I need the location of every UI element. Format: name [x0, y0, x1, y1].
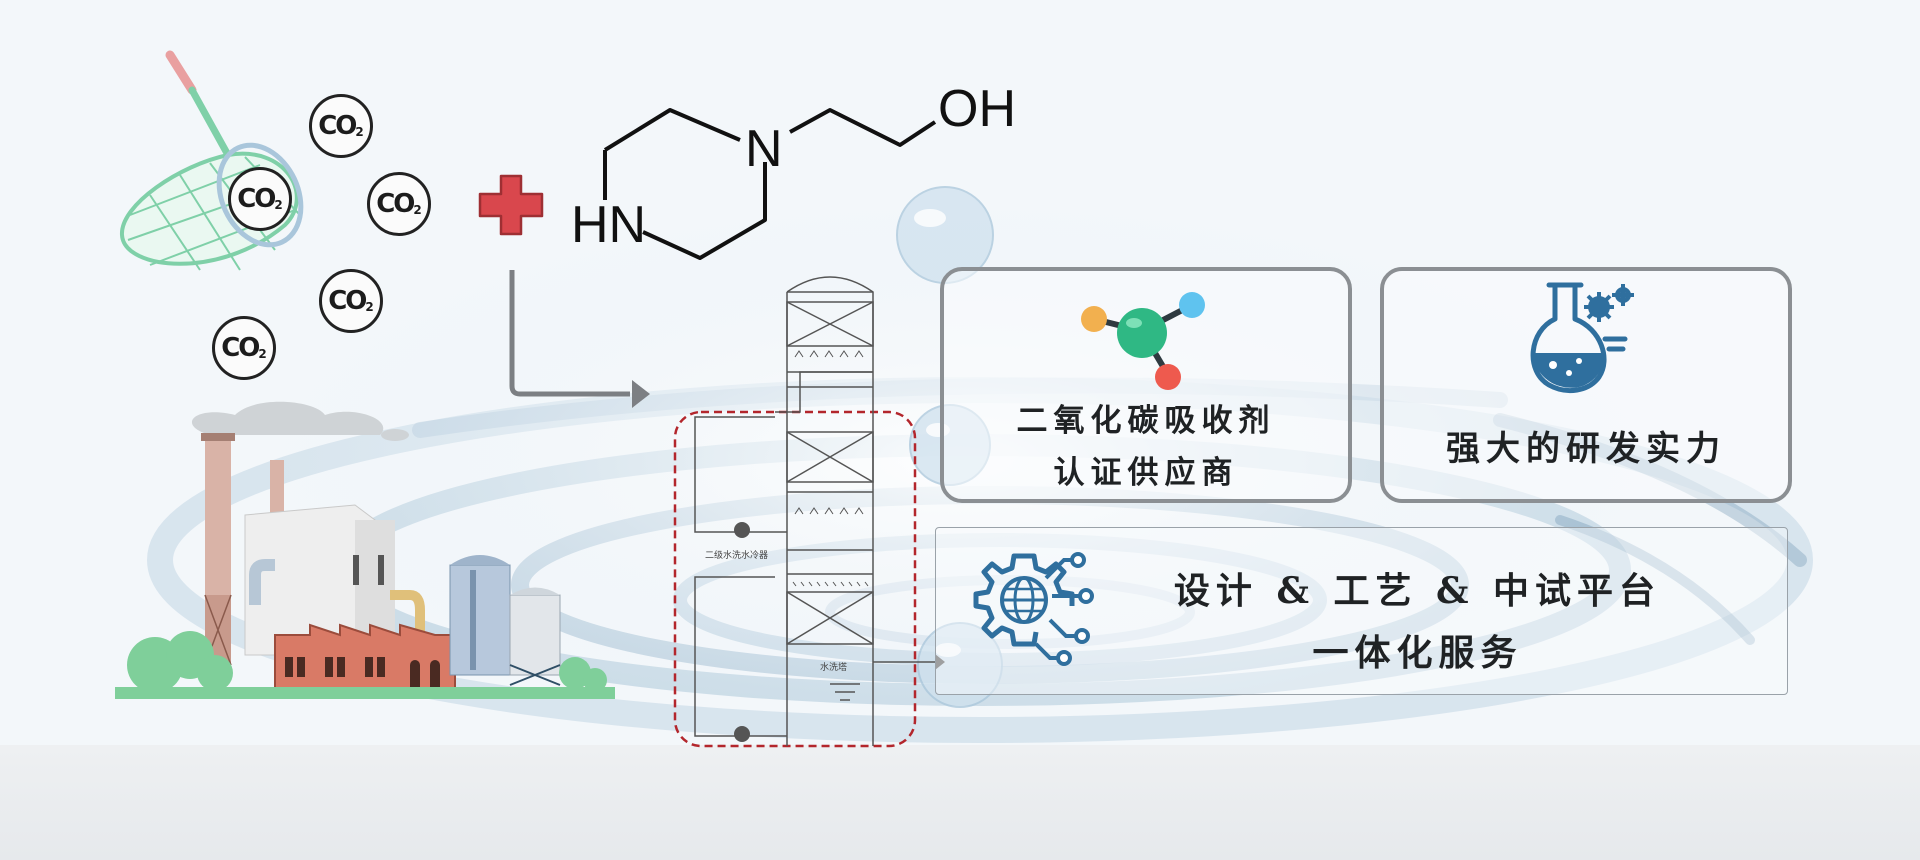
co2-bubble: CO2 [212, 316, 276, 380]
atom-n-label: N [745, 120, 783, 178]
service-card-line1: 设计 & 工艺 & 中试平台 [1173, 570, 1662, 612]
absorbent-supplier-card: 二氧化碳吸收剂 认证供应商 [940, 267, 1352, 503]
atom-hn-label: HN [575, 196, 646, 254]
gear-globe-circuit-icon [973, 552, 1094, 666]
absorbent-card-line1: 二氧化碳吸收剂 [1016, 403, 1276, 439]
atom-oh-label: OH [938, 80, 1016, 138]
co2-bubble: CO2 [367, 172, 431, 236]
tower-label-mid: 二级水洗水冷器 [705, 549, 768, 561]
co2-bubble: CO2 [319, 269, 383, 333]
factory-icon [115, 401, 615, 699]
molecule-icon [1081, 292, 1205, 390]
service-card-line2: 一体化服务 [1312, 632, 1523, 674]
integrated-service-card: 设计 & 工艺 & 中试平台 一体化服务 [935, 527, 1788, 695]
co2-bubble: CO2 [309, 94, 373, 158]
plus-icon [478, 174, 544, 236]
flask-gear-icon [1530, 282, 1634, 394]
co2-bubble: CO2 [228, 167, 292, 231]
flow-arrow-icon [509, 270, 650, 408]
floor-band [0, 745, 1920, 860]
net-icon [119, 50, 304, 271]
absorption-tower-diagram: 二级水洗水冷器 水洗塔 [673, 276, 945, 748]
absorbent-card-line2: 认证供应商 [1053, 455, 1239, 491]
rnd-strength-card: 强大的研发实力 [1380, 267, 1792, 503]
rnd-card-line1: 强大的研发实力 [1446, 429, 1726, 469]
tower-label-bottom: 水洗塔 [820, 661, 847, 673]
hydroxyethyl-piperazine-structure: N HN OH [575, 80, 1016, 260]
